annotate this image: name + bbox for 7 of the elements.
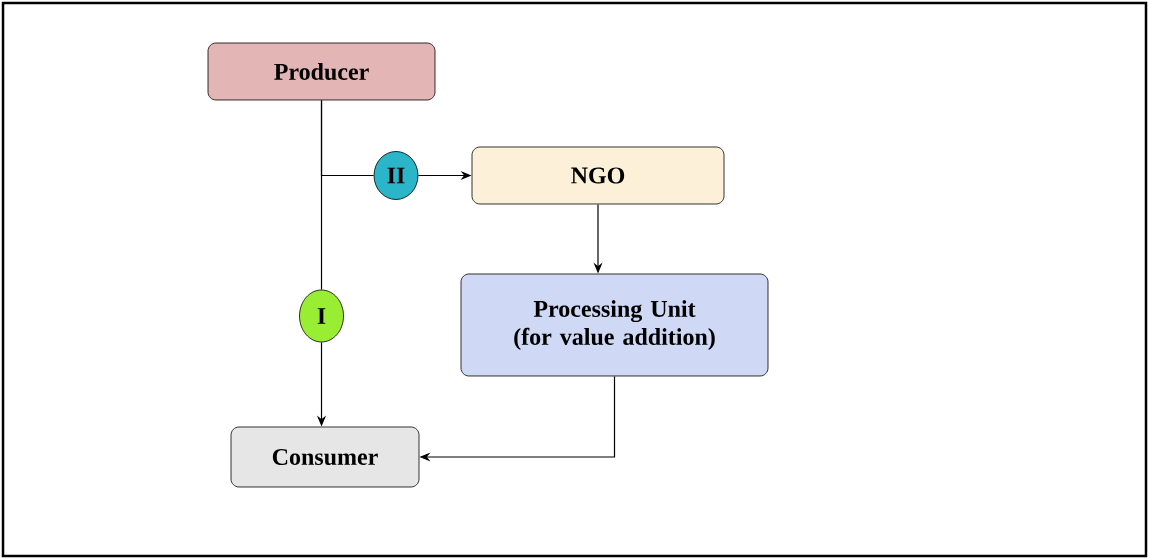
process-box: NGO [471, 146, 725, 205]
route-badge: II [373, 151, 419, 200]
process-box: Processing Unit (for value addition) [460, 273, 769, 377]
connector-line [320, 99, 323, 291]
process-box: Producer [207, 42, 436, 101]
route-badge: I [299, 289, 344, 343]
process-box: Consumer [230, 426, 420, 488]
